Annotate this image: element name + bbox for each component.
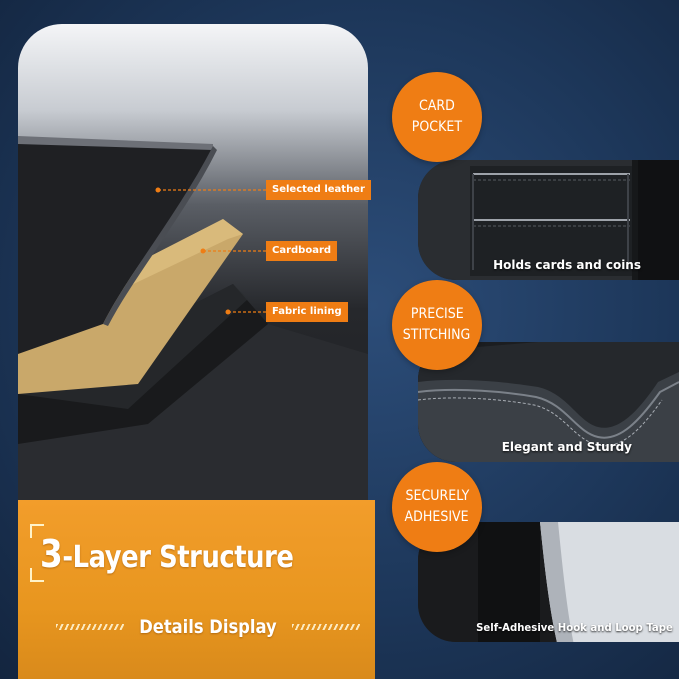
- securely-adhesive-badge: SECURELY ADHESIVE: [392, 462, 482, 552]
- card-pocket-badge: CARD POCKET: [392, 72, 482, 162]
- banner-title-text: -Layer Structure: [62, 540, 294, 575]
- leather-layer: [18, 139, 213, 354]
- precise-stitching-badge: PRECISE STITCHING: [392, 280, 482, 370]
- card-pocket-caption: Holds cards and coins: [493, 258, 641, 272]
- stripe-decoration-left: [56, 624, 125, 630]
- corner-bracket-top: [30, 524, 44, 538]
- banner-title-number: 3: [40, 532, 63, 576]
- layer-structure-image: [18, 24, 368, 500]
- fabric-lining-label: Fabric lining: [266, 302, 348, 322]
- adhesive-caption: Self-Adhesive Hook and Loop Tape: [476, 621, 673, 634]
- feature-securely-adhesive: Self-Adhesive Hook and Loop Tape: [418, 522, 679, 642]
- corner-bracket-bottom: [30, 568, 44, 582]
- card-pocket-image: [418, 160, 679, 280]
- feature-precise-stitching: Elegant and Sturdy: [418, 342, 679, 462]
- banner-subtitle: Details Display: [139, 616, 277, 638]
- selected-leather-label: Selected leather: [266, 180, 371, 200]
- stripe-decoration-right: [291, 624, 360, 630]
- adhesive-tape-image: [418, 522, 679, 642]
- layer-illustration: [18, 136, 368, 500]
- cardboard-label: Cardboard: [266, 241, 338, 261]
- securely-adhesive-badge-line2: ADHESIVE: [404, 509, 470, 525]
- banner-title: 3-Layer Structure: [40, 532, 294, 576]
- card-pocket-badge-line1: CARD: [419, 98, 455, 114]
- feature-card-pocket: Holds cards and coins: [418, 160, 679, 280]
- cardboard-layer: [18, 219, 243, 394]
- card-pocket-badge-line2: POCKET: [411, 119, 463, 135]
- banner-subtitle-row: Details Display: [56, 612, 360, 642]
- stitching-caption: Elegant and Sturdy: [501, 440, 632, 454]
- stitching-image: [418, 342, 679, 462]
- precise-stitching-badge-line1: PRECISE: [410, 306, 464, 322]
- structure-banner: 3-Layer Structure Details Display: [18, 500, 375, 679]
- precise-stitching-badge-line2: STITCHING: [403, 327, 471, 343]
- securely-adhesive-badge-line1: SECURELY: [405, 488, 469, 504]
